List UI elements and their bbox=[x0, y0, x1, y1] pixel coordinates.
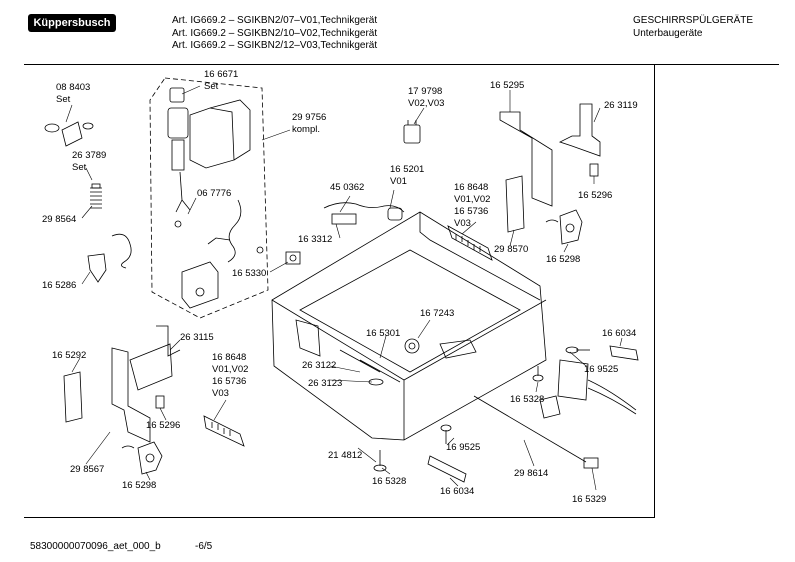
label-v03-1: V03 bbox=[454, 218, 471, 229]
sensor-part bbox=[403, 120, 421, 144]
label-set-1: Set bbox=[56, 94, 71, 105]
article-list: Art. IG669.2 – SGIKBN2/07–V01,Technikger… bbox=[172, 15, 377, 53]
screw-part-right-lower bbox=[532, 366, 544, 382]
label-16-5292: 16 5292 bbox=[52, 350, 86, 361]
side-column-divider bbox=[654, 65, 655, 517]
spring-hose-part bbox=[207, 199, 264, 263]
label-16-5298-2: 16 5298 bbox=[122, 480, 156, 491]
cable-harness-part bbox=[323, 202, 405, 225]
label-16-8648-1: 16 8648 bbox=[454, 182, 488, 193]
footer-divider bbox=[24, 517, 655, 518]
rod-part bbox=[473, 395, 599, 469]
label-16-8648-2: 16 8648 bbox=[212, 352, 246, 363]
label-16-5286: 16 5286 bbox=[42, 280, 76, 291]
label-v02-v03-1: V02,V03 bbox=[408, 98, 444, 109]
label-16-5301: 16 5301 bbox=[366, 328, 400, 339]
label-26-3122: 26 3122 bbox=[302, 360, 336, 371]
bracket-part-right bbox=[499, 111, 553, 233]
category-subtitle: Unterbaugeräte bbox=[633, 27, 703, 39]
label-16-6034-2: 16 6034 bbox=[440, 486, 474, 497]
label-29-9756: 29 9756 bbox=[292, 112, 326, 123]
latch-part-left bbox=[121, 441, 163, 475]
label-45-0362: 45 0362 bbox=[330, 182, 364, 193]
category-block: GESCHIRRSPÜLGERÄTE Unterbaugeräte bbox=[633, 15, 753, 40]
label-set-2: Set bbox=[204, 81, 219, 92]
part-labels: 08 8403 Set 16 6671 Set 29 9756 kompl. 1… bbox=[42, 69, 638, 505]
label-16-6034-1: 16 6034 bbox=[602, 328, 636, 339]
label-16-5328-2: 16 5328 bbox=[372, 476, 406, 487]
screw-part-right bbox=[565, 346, 590, 354]
label-16-5329: 16 5329 bbox=[572, 494, 606, 505]
small-clip-right bbox=[589, 163, 599, 177]
category-title: GESCHIRRSPÜLGERÄTE bbox=[633, 15, 754, 26]
label-29-8564: 29 8564 bbox=[42, 214, 76, 225]
hose-coil-part bbox=[111, 233, 132, 269]
label-v03-2: V03 bbox=[212, 388, 229, 399]
label-26-3123: 26 3123 bbox=[308, 378, 342, 389]
connector-part-lower bbox=[427, 455, 467, 483]
label-16-5296-1: 16 5296 bbox=[578, 190, 612, 201]
label-v01-v02-1: V01,V02 bbox=[454, 194, 490, 205]
cover-part-left bbox=[63, 371, 83, 423]
label-v01-1: V01 bbox=[390, 176, 407, 187]
label-16-6671: 16 6671 bbox=[204, 69, 238, 80]
label-16-3312: 16 3312 bbox=[298, 234, 332, 245]
wiring-harness-part bbox=[539, 359, 637, 419]
screw-part-lower bbox=[373, 450, 387, 472]
connector-part-right bbox=[609, 345, 639, 361]
page-number: -6/5 bbox=[195, 541, 213, 552]
heater-strip-right bbox=[447, 225, 493, 261]
small-clip-left bbox=[155, 395, 165, 409]
label-16-9525-2: 16 9525 bbox=[446, 442, 480, 453]
pump-tube-part bbox=[167, 87, 251, 228]
label-16-7243: 16 7243 bbox=[420, 308, 454, 319]
document-number: 58300000070096_aet_000_b bbox=[30, 541, 161, 552]
label-16-5328-1: 16 5328 bbox=[510, 394, 544, 405]
label-16-5295: 16 5295 bbox=[490, 80, 524, 91]
article-line-2: Art. IG669.2 – SGIKBN2/10–V02,Technikger… bbox=[172, 27, 378, 39]
label-26-3119: 26 3119 bbox=[604, 100, 638, 111]
screw-part-middle bbox=[440, 424, 452, 444]
label-16-5298-1: 16 5298 bbox=[546, 254, 580, 265]
label-kompl: kompl. bbox=[292, 124, 320, 135]
spring-part bbox=[90, 183, 102, 209]
label-set-3: Set bbox=[72, 162, 87, 173]
brand-logo: Küppersbusch bbox=[28, 14, 116, 32]
bracket-part-upper-right bbox=[558, 103, 601, 157]
article-line-1: Art. IG669.2 – SGIKBN2/07–V01,Technikger… bbox=[172, 15, 378, 26]
heater-strip-left bbox=[203, 415, 245, 447]
label-17-9798: 17 9798 bbox=[408, 86, 442, 97]
label-16-5201: 16 5201 bbox=[390, 164, 424, 175]
leader-lines bbox=[65, 85, 623, 491]
label-29-8570: 29 8570 bbox=[494, 244, 528, 255]
latch-part-right bbox=[545, 209, 583, 245]
label-16-5736-1: 16 5736 bbox=[454, 206, 488, 217]
assembly-outline bbox=[149, 77, 269, 319]
bracket-part-left bbox=[111, 325, 181, 443]
label-16-5330: 16 5330 bbox=[232, 268, 266, 279]
label-29-8567: 29 8567 bbox=[70, 464, 104, 475]
label-16-9525-1: 16 9525 bbox=[584, 364, 618, 375]
label-26-3115: 26 3115 bbox=[180, 332, 214, 343]
article-line-3: Art. IG669.2 – SGIKBN2/12–V03,Technikger… bbox=[172, 40, 378, 51]
label-21-4812: 21 4812 bbox=[328, 450, 362, 461]
float-switch-part bbox=[181, 261, 219, 309]
label-29-8614: 29 8614 bbox=[514, 468, 548, 479]
clip-part-left bbox=[87, 253, 107, 283]
label-26-3789: 26 3789 bbox=[72, 150, 106, 161]
bushing-part bbox=[285, 251, 301, 265]
label-06-7776: 06 7776 bbox=[197, 188, 231, 199]
clips-part bbox=[44, 121, 94, 147]
label-v01-v02-2: V01,V02 bbox=[212, 364, 248, 375]
label-16-5736-2: 16 5736 bbox=[212, 376, 246, 387]
label-08-8403: 08 8403 bbox=[56, 82, 90, 93]
label-16-5296-2: 16 5296 bbox=[146, 420, 180, 431]
header-divider bbox=[24, 64, 779, 65]
